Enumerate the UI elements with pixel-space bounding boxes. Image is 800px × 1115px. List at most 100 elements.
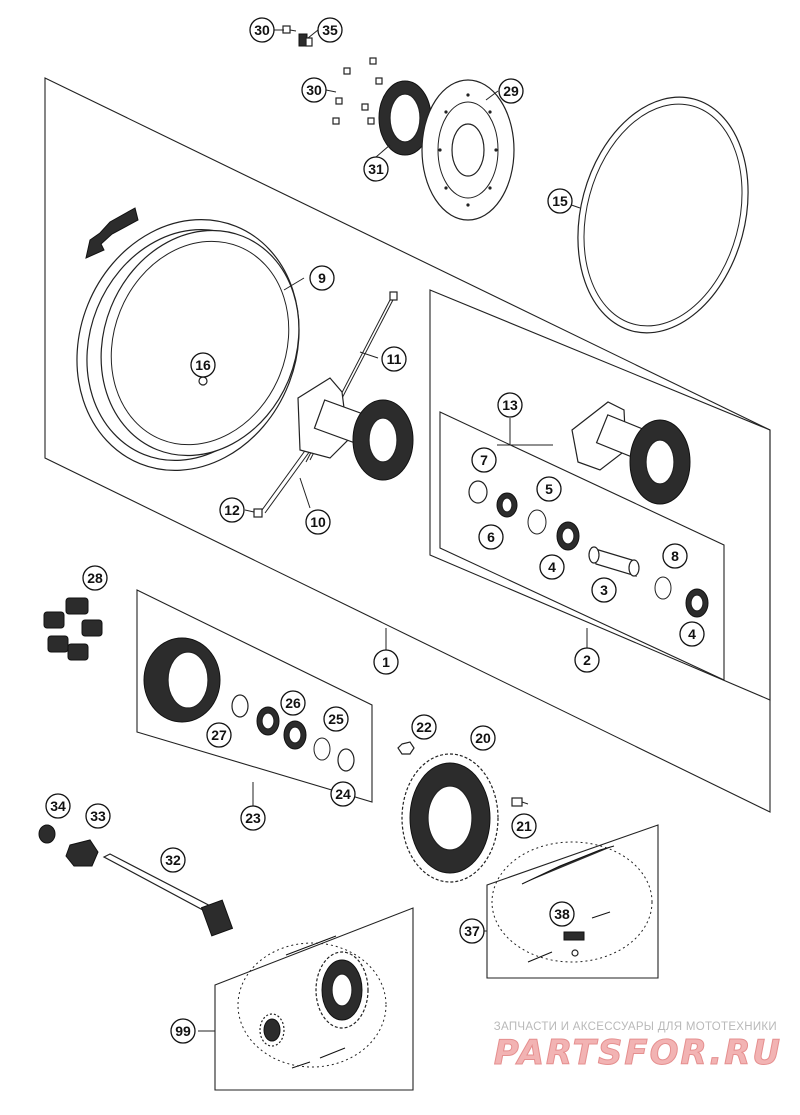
seal-24 [337, 748, 355, 772]
callout-25[interactable]: 25 [323, 706, 349, 732]
callout-4-right[interactable]: 4 [679, 621, 705, 647]
hub-main [297, 377, 414, 481]
callout-7[interactable]: 7 [471, 447, 497, 473]
svg-text:23: 23 [245, 810, 261, 826]
frame-chain-37 [486, 824, 659, 979]
rotation-arrow-icon [85, 207, 139, 259]
master-link-38 [563, 931, 585, 957]
chain-adjuster-33 [65, 839, 99, 867]
leader-lines [198, 29, 588, 1032]
frame-chain-kit-99 [214, 907, 414, 1091]
callout-20[interactable]: 20 [470, 725, 496, 751]
bearing-6-inner [501, 497, 513, 513]
axle-32 [102, 853, 234, 937]
svg-text:20: 20 [475, 730, 491, 746]
callout-8[interactable]: 8 [662, 543, 688, 569]
callout-30-disc[interactable]: 30 [301, 77, 327, 103]
svg-text:29: 29 [503, 83, 519, 99]
callout-31[interactable]: 31 [363, 156, 389, 182]
svg-text:9: 9 [318, 270, 326, 286]
callout-29[interactable]: 29 [498, 78, 524, 104]
frame-hub-kit-2 [429, 289, 771, 701]
valve-35 [298, 33, 313, 47]
svg-text:30: 30 [254, 22, 270, 38]
callout-11[interactable]: 11 [381, 346, 407, 372]
cush-drive-rubbers-28 [43, 597, 103, 661]
svg-text:15: 15 [552, 193, 568, 209]
frame-wheel-assembly-1 [44, 77, 771, 813]
callout-21[interactable]: 21 [511, 813, 537, 839]
rim-9 [76, 219, 300, 471]
group-frames [44, 77, 771, 1091]
callout-1[interactable]: 1 [373, 649, 399, 675]
sprocket-carrier-23 [143, 637, 221, 723]
svg-text:10: 10 [310, 514, 326, 530]
callout-9[interactable]: 9 [309, 265, 335, 291]
chain-kit-99 [237, 935, 387, 1069]
svg-text:22: 22 [416, 719, 432, 735]
callout-24[interactable]: 24 [330, 781, 356, 807]
spacer-3 [588, 546, 640, 577]
callout-23[interactable]: 23 [240, 805, 266, 831]
axle-nut-34 [38, 824, 56, 844]
svg-text:7: 7 [480, 452, 488, 468]
svg-text:16: 16 [195, 357, 211, 373]
svg-text:35: 35 [322, 22, 338, 38]
svg-text:30: 30 [306, 82, 322, 98]
callout-16[interactable]: 16 [190, 352, 216, 378]
callout-37[interactable]: 37 [459, 918, 485, 944]
callout-2[interactable]: 2 [574, 647, 600, 673]
svg-text:11: 11 [387, 351, 402, 367]
svg-text:27: 27 [211, 727, 227, 743]
rear-sprocket-20 [401, 753, 499, 883]
svg-text:5: 5 [545, 481, 553, 497]
callout-3[interactable]: 3 [591, 577, 617, 603]
nut-22 [397, 741, 415, 755]
bolt-30-top [282, 25, 297, 34]
chain-37 [491, 841, 653, 963]
callout-22[interactable]: 22 [411, 714, 437, 740]
svg-text:33: 33 [90, 808, 106, 824]
callout-26[interactable]: 26 [280, 690, 306, 716]
frame-bearing-set-13 [439, 411, 725, 681]
callout-15[interactable]: 15 [547, 188, 573, 214]
svg-text:3: 3 [600, 582, 608, 598]
hub-13 [571, 401, 691, 505]
callout-5[interactable]: 5 [536, 476, 562, 502]
watermark-brand: PARTSFOR.RU [494, 1033, 782, 1073]
callout-33[interactable]: 33 [85, 803, 111, 829]
callout-99[interactable]: 99 [170, 1018, 196, 1044]
svg-text:25: 25 [328, 711, 344, 727]
callout-32[interactable]: 32 [160, 847, 186, 873]
svg-text:99: 99 [175, 1023, 191, 1039]
callouts: 30 35 30 29 31 15 9 16 11 13 7 5 6 4 8 3… [45, 17, 705, 1044]
callout-28[interactable]: 28 [82, 565, 108, 591]
svg-text:8: 8 [671, 548, 679, 564]
parts [38, 25, 749, 1069]
callout-12[interactable]: 12 [219, 497, 245, 523]
callout-30-top[interactable]: 30 [249, 17, 275, 43]
callout-38[interactable]: 38 [549, 901, 575, 927]
spacer-ring-8 [654, 576, 672, 600]
callout-13[interactable]: 13 [497, 392, 523, 418]
callout-35[interactable]: 35 [317, 17, 343, 43]
callout-34[interactable]: 34 [45, 793, 71, 819]
bearing-26-b-inner [288, 726, 302, 744]
bolt-21 [511, 797, 529, 807]
watermark-tagline: ЗАПЧАСТИ И АКСЕССУАРЫ ДЛЯ МОТОТЕХНИКИ [494, 1021, 777, 1033]
svg-text:34: 34 [50, 798, 66, 814]
svg-text:6: 6 [487, 529, 495, 545]
svg-text:32: 32 [165, 852, 181, 868]
svg-text:21: 21 [516, 818, 532, 834]
frame-sprocket-carrier-23 [136, 589, 373, 803]
callout-27[interactable]: 27 [206, 722, 232, 748]
callout-10[interactable]: 10 [305, 509, 331, 535]
svg-text:2: 2 [583, 652, 591, 668]
callout-6[interactable]: 6 [478, 524, 504, 550]
callout-4-left[interactable]: 4 [539, 554, 565, 580]
brake-disc-29 [421, 79, 515, 221]
svg-text:24: 24 [335, 786, 351, 802]
bearing-4-left-inner [561, 527, 575, 545]
spacer-27 [231, 694, 249, 718]
